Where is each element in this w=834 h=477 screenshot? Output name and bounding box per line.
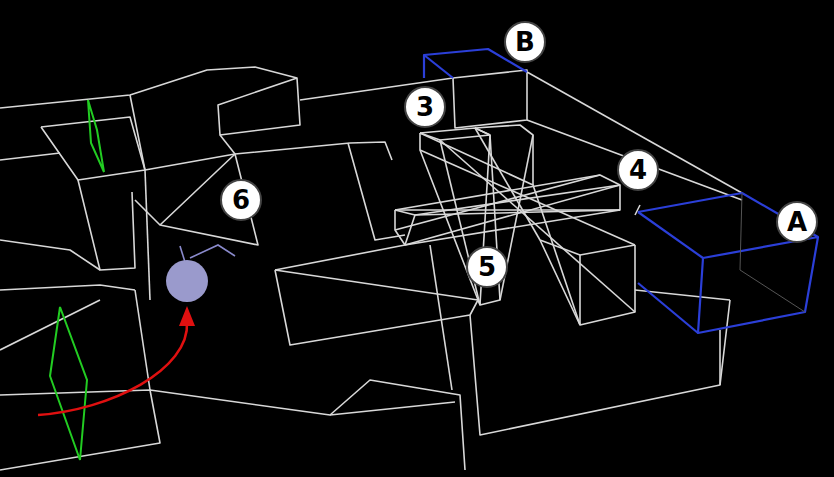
callout-number: 5 — [478, 254, 496, 280]
callout-marker: A — [776, 201, 818, 243]
callout-number: 3 — [416, 94, 434, 120]
callout-marker: 6 — [220, 179, 262, 221]
callout-number: 6 — [232, 187, 250, 213]
callout-number: 4 — [629, 157, 647, 183]
callout-number: B — [515, 29, 535, 55]
callout-marker: B — [504, 21, 546, 63]
callout-number: A — [787, 209, 807, 235]
callout-marker: 3 — [404, 86, 446, 128]
callout-marker: 5 — [466, 246, 508, 288]
callout-marker: 4 — [617, 149, 659, 191]
